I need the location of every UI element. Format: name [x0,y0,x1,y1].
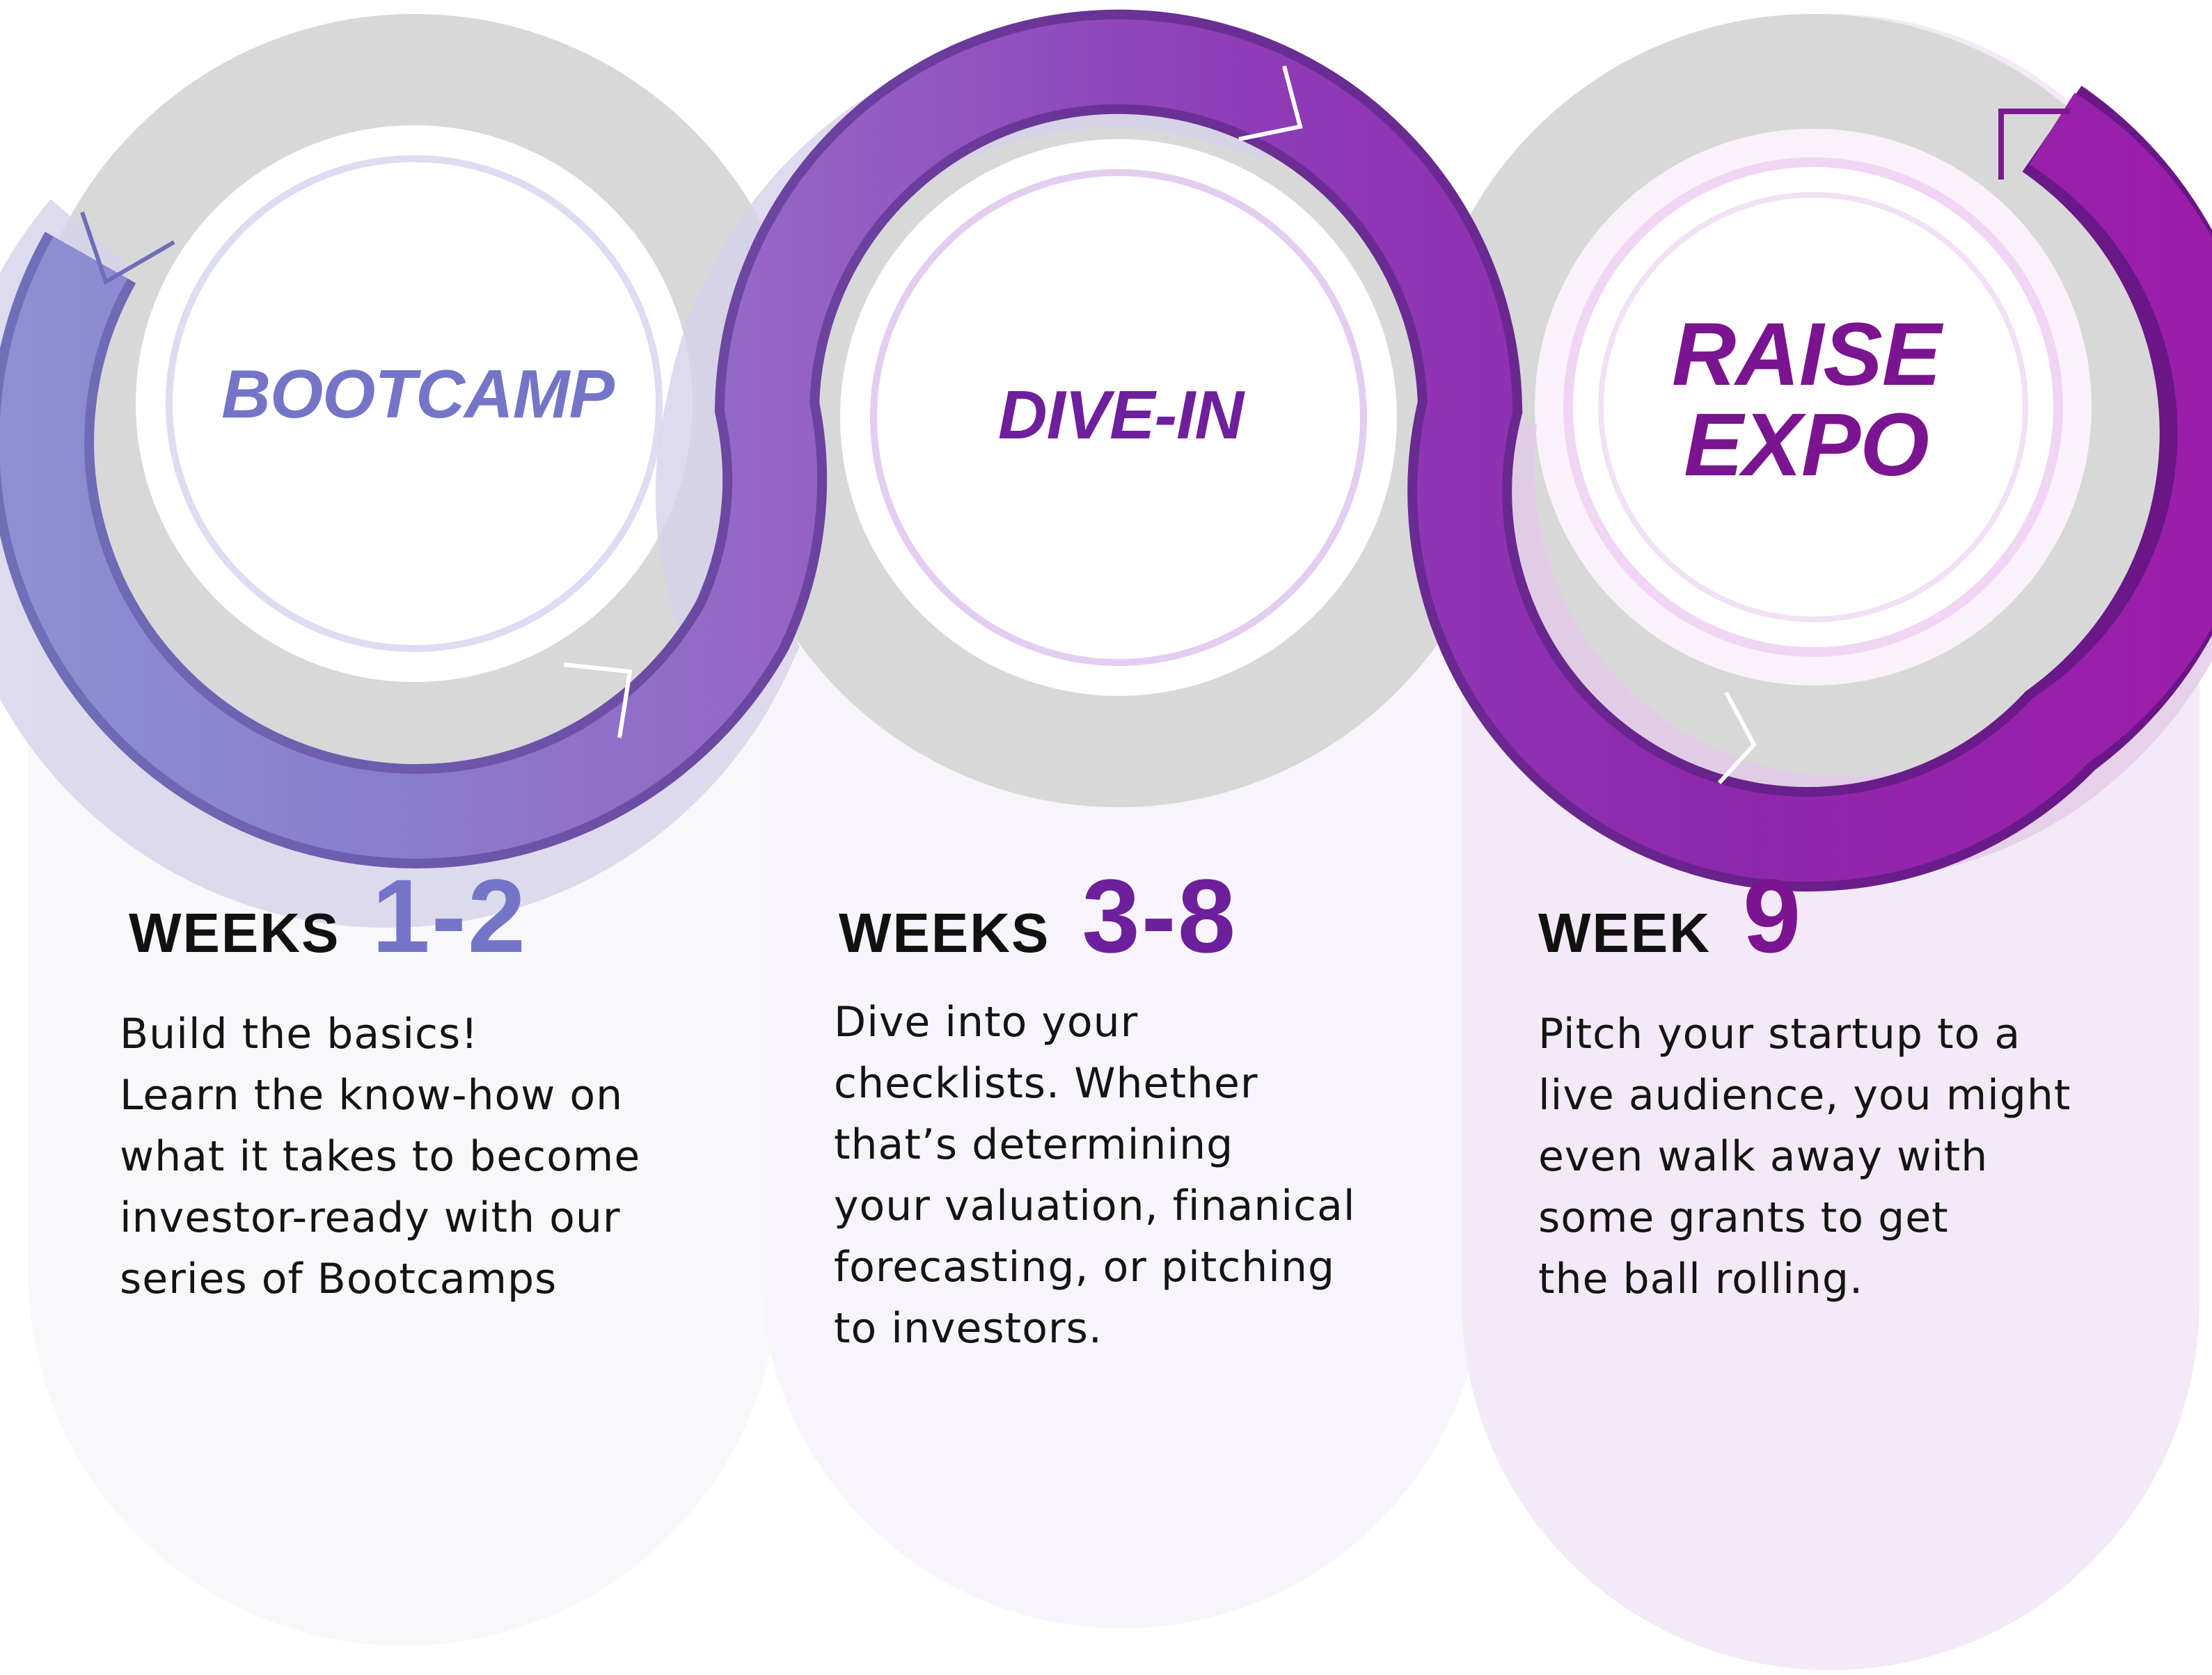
stage-2-weeks: WEEKS 3-8 [839,856,1237,976]
chevron-arrow-icon [1998,109,2071,180]
chevron-arrows [80,65,2071,785]
inner-discs [136,125,2092,696]
weeks-label: WEEK [1538,902,1711,964]
chevron-arrow-icon [1238,65,1303,141]
stage-2-description: Dive into your checklists. Whether that’… [834,998,1356,1353]
raise-expo-title-line2: EXPO [1684,395,1929,495]
stage-1-weeks: WEEKS 1-2 [129,856,527,976]
raise-expo-title-line1: RAISE [1671,305,1941,404]
chevron-arrow-icon [80,212,175,285]
weeks-label: WEEKS [839,902,1050,964]
stage-3-description: Pitch your startup to a live audience, y… [1538,1010,2071,1303]
bootcamp-title: BOOTCAMP [221,356,615,432]
stage-1-description: Build the basics! Learn the know-how on … [120,1010,641,1303]
weeks-value: 3-8 [1082,857,1238,974]
progress-band [0,9,2212,928]
dive-in-title: DIVE-IN [997,376,1244,453]
chevron-arrow-icon [1717,691,1757,785]
chevron-arrow-icon [563,662,633,738]
weeks-value: 9 [1743,857,1803,974]
weeks-label: WEEKS [129,902,340,964]
stage-3-weeks: WEEK 9 [1538,856,1802,976]
weeks-value: 1-2 [372,857,528,974]
